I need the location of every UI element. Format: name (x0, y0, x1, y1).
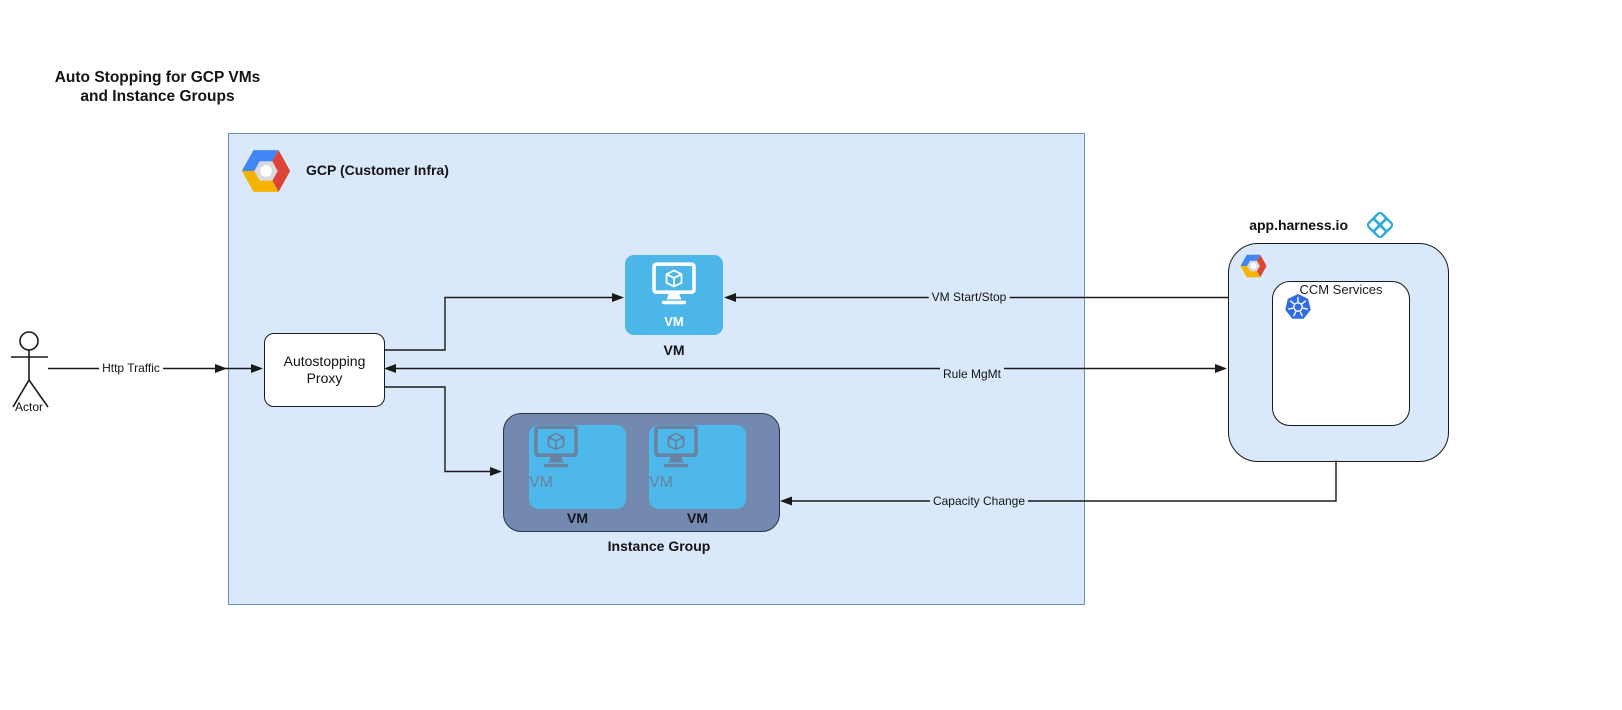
gcp-logo-icon (1240, 254, 1267, 278)
actor-figure (11, 331, 49, 408)
diagram-title: Auto Stopping for GCP VMs and Instance G… (54, 69, 261, 105)
vm-icon-label: VM (529, 474, 553, 491)
autostopping-proxy-node: Autostopping Proxy (264, 333, 385, 407)
ccm-services-node: CCM Services (1272, 281, 1410, 426)
edge-label-http-traffic: Http Traffic (99, 361, 163, 375)
edge-label-capacity-change: Capacity Change (929, 494, 1029, 508)
edge-label-rule-mgmt: Rule MgMt (939, 367, 1005, 381)
vm-node-icon-label: VM (664, 314, 684, 329)
vm-node-caption: VM (663, 342, 685, 358)
gcp-container-label: GCP (Customer Infra) (306, 162, 449, 178)
instance-group-caption: Instance Group (607, 538, 711, 554)
vm-caption: VM (687, 510, 708, 526)
vm-monitor-icon (649, 425, 703, 469)
vm-monitor-icon (647, 262, 701, 306)
autostopping-proxy-label: Autostopping Proxy (283, 353, 366, 386)
harness-container: CCM Services (1228, 243, 1449, 462)
gcp-logo-icon (241, 149, 291, 193)
harness-title: app.harness.io (1249, 217, 1348, 233)
ccm-services-label: CCM Services (1299, 282, 1383, 297)
vm-caption: VM (567, 510, 588, 526)
harness-logo-icon (1366, 211, 1394, 239)
edge-label-vm-start-stop: VM Start/Stop (928, 290, 1010, 304)
vm-node: VM (625, 255, 723, 335)
vm-icon-label: VM (649, 474, 673, 491)
actor-label: Actor (14, 400, 43, 414)
instance-group-vm-node: VM (529, 425, 626, 509)
instance-group: VM VM VM VM (503, 413, 780, 532)
kubernetes-icon (1285, 294, 1311, 319)
vm-monitor-icon (529, 425, 583, 469)
instance-group-vm-node: VM (649, 425, 746, 509)
